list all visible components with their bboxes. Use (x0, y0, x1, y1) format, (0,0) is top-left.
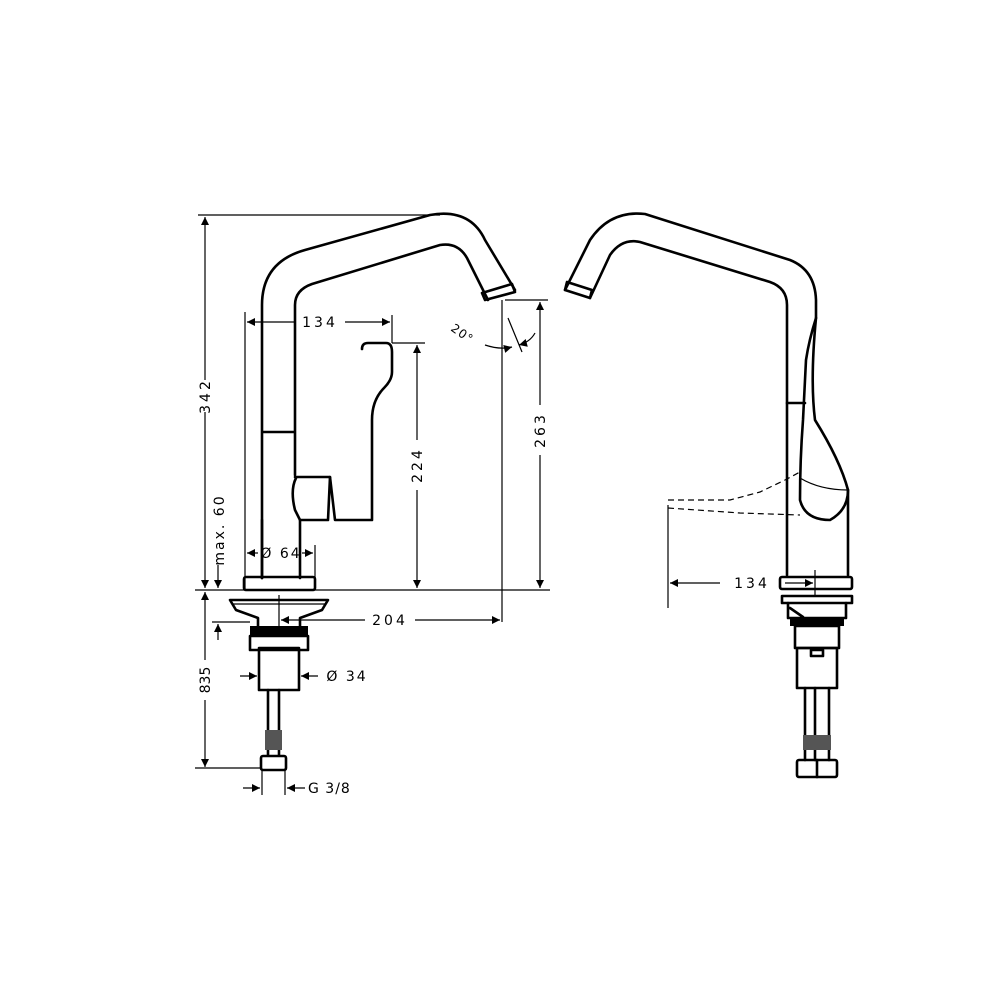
dim-center-to-spout: 204 (372, 613, 408, 629)
dim-total-height: 342 (198, 378, 214, 414)
dim-hose-length: 835 (198, 667, 214, 694)
dim-spout-reach: 134 (302, 315, 338, 331)
dim-spout-angle: 20° (448, 321, 476, 346)
side-view-dimensions: 134 (667, 505, 816, 608)
dim-connection-thread: G 3/8 (308, 781, 351, 797)
dim-lever-swing: 134 (734, 576, 770, 592)
front-view-faucet (228, 212, 517, 772)
front-view-dimensions: 342 134 224 263 20° max. 60 Ø 64 204 (195, 214, 550, 797)
dim-base-diameter: Ø 64 (260, 546, 301, 562)
dim-spout-outlet-height: 263 (533, 412, 549, 448)
dim-max-counter-thickness: max. 60 (212, 494, 228, 565)
dim-lever-height: 224 (410, 447, 426, 483)
dim-shank-diameter: Ø 34 (326, 669, 367, 685)
side-view-faucet (563, 212, 854, 779)
